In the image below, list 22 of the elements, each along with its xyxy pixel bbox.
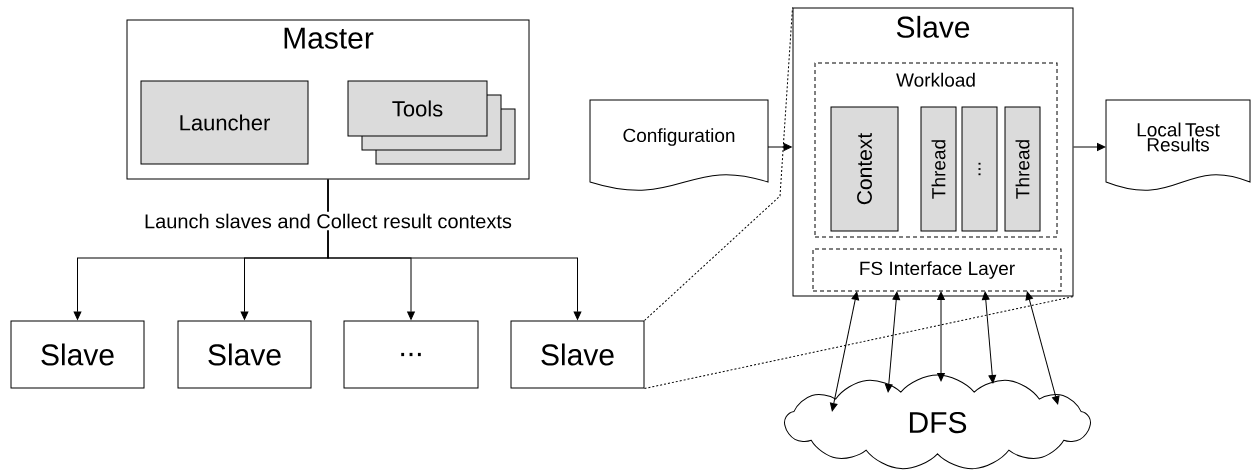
component-box: Thread bbox=[920, 106, 957, 232]
arrow bbox=[829, 291, 860, 412]
stacked-boxes: Tools bbox=[347, 80, 516, 165]
zoom-line bbox=[644, 296, 1074, 389]
arrow bbox=[884, 291, 901, 393]
arrow bbox=[981, 291, 997, 384]
process-box: Slave bbox=[510, 320, 645, 389]
arrow bbox=[937, 291, 945, 382]
arrow bbox=[1073, 143, 1106, 151]
component-box: Thread bbox=[1004, 106, 1041, 232]
component-box: Context bbox=[830, 106, 899, 232]
process-box: Slave bbox=[10, 320, 145, 389]
component-box: Launcher bbox=[140, 80, 309, 165]
arrow bbox=[767, 143, 792, 151]
process-box: Slave bbox=[177, 320, 312, 389]
arrow bbox=[1025, 291, 1060, 405]
arrow bbox=[327, 179, 582, 320]
component-box: ... bbox=[961, 106, 998, 232]
process-box: ... bbox=[343, 320, 479, 389]
edge-label: Launch slaves and Collect result contexts bbox=[142, 211, 514, 231]
zoom-line bbox=[644, 7, 793, 321]
dashed-box: FS Interface Layer bbox=[812, 248, 1062, 292]
